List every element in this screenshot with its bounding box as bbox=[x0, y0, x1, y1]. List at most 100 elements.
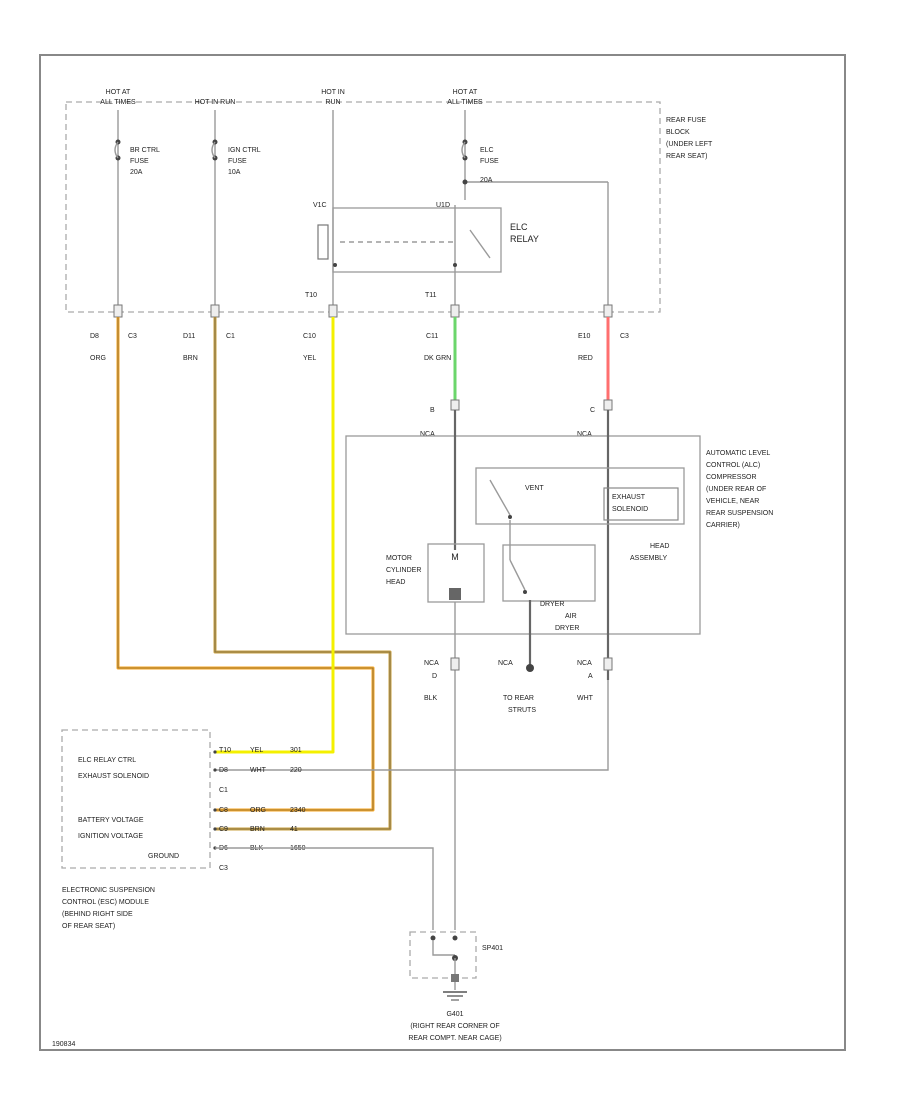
esc-row-ignition: IGNITION VOLTAGE C9 BRN 41 bbox=[78, 826, 298, 840]
svg-text:C9: C9 bbox=[219, 826, 228, 833]
svg-text:C11: C11 bbox=[426, 333, 438, 340]
svg-text:D11: D11 bbox=[183, 333, 195, 340]
svg-text:ELC: ELC bbox=[480, 147, 494, 154]
svg-text:EXHAUST SOLENOID: EXHAUST SOLENOID bbox=[78, 773, 149, 780]
svg-text:STRUTS: STRUTS bbox=[508, 707, 536, 714]
svg-text:NCA: NCA bbox=[498, 660, 513, 667]
fuse-block-pins: T10 T11 bbox=[305, 292, 437, 299]
svg-text:HEAD: HEAD bbox=[386, 579, 405, 586]
esc-pin-dots bbox=[213, 750, 217, 850]
fuse-feed-3: HOT IN RUN bbox=[321, 89, 345, 106]
svg-text:T10: T10 bbox=[219, 747, 231, 754]
svg-text:G401: G401 bbox=[446, 1011, 463, 1018]
motor-box bbox=[427, 543, 485, 603]
esc-row-exhaust: EXHAUST SOLENOID D8 WHT 220 bbox=[78, 767, 302, 780]
svg-text:C10: C10 bbox=[303, 333, 316, 340]
diagram-frame bbox=[39, 54, 846, 1051]
alc-bottom-pin-struts: NCA TO REAR STRUTS bbox=[498, 660, 536, 714]
svg-text:HEAD: HEAD bbox=[650, 543, 669, 550]
svg-text:FUSE: FUSE bbox=[480, 158, 499, 165]
alc-compressor-label: AUTOMATIC LEVEL CONTROL (ALC) COMPRESSOR… bbox=[706, 450, 773, 529]
svg-text:ELECTRONIC SUSPENSION: ELECTRONIC SUSPENSION bbox=[62, 887, 155, 894]
svg-text:REAR COMPT. NEAR CAGE): REAR COMPT. NEAR CAGE) bbox=[408, 1035, 501, 1042]
svg-text:BR CTRL: BR CTRL bbox=[130, 147, 160, 154]
svg-text:RELAY: RELAY bbox=[510, 234, 539, 244]
diagram-id: 190834 bbox=[52, 1041, 75, 1048]
svg-text:D: D bbox=[432, 673, 437, 680]
svg-text:EXHAUST: EXHAUST bbox=[612, 494, 646, 501]
connector-label-d11: D11 C1 BRN bbox=[183, 333, 235, 362]
wire-yellow bbox=[215, 317, 335, 754]
svg-text:CONTROL (ESC) MODULE: CONTROL (ESC) MODULE bbox=[62, 899, 149, 906]
esc-row-elc-relay-ctrl: ELC RELAY CTRL T10 YEL 301 bbox=[78, 747, 302, 764]
svg-text:T10: T10 bbox=[305, 292, 317, 299]
svg-text:C1: C1 bbox=[226, 333, 235, 340]
fuse-feed-2: HOT IN RUN bbox=[195, 99, 236, 106]
connector-label-d8: D8 C3 ORG bbox=[90, 333, 137, 362]
svg-text:MOTOR: MOTOR bbox=[386, 555, 412, 562]
svg-text:IGNITION VOLTAGE: IGNITION VOLTAGE bbox=[78, 833, 143, 840]
svg-text:10A: 10A bbox=[228, 169, 241, 176]
svg-text:HOT IN: HOT IN bbox=[321, 89, 345, 96]
svg-text:A: A bbox=[588, 673, 593, 680]
svg-text:NCA: NCA bbox=[577, 660, 592, 667]
svg-text:CYLINDER: CYLINDER bbox=[386, 567, 421, 574]
svg-text:U1D: U1D bbox=[436, 202, 450, 209]
esc-row-battery: BATTERY VOLTAGE C8 ORG 2340 bbox=[78, 807, 306, 824]
svg-text:C3: C3 bbox=[128, 333, 137, 340]
exhaust-box bbox=[475, 467, 685, 525]
svg-text:B: B bbox=[430, 407, 435, 414]
svg-text:VENT: VENT bbox=[525, 485, 544, 492]
svg-text:TO REAR: TO REAR bbox=[503, 695, 534, 702]
svg-text:20A: 20A bbox=[130, 169, 143, 176]
svg-text:BLOCK: BLOCK bbox=[666, 129, 690, 136]
svg-text:DRYER: DRYER bbox=[540, 601, 564, 608]
svg-text:BRN: BRN bbox=[183, 355, 198, 362]
svg-text:BRN: BRN bbox=[250, 826, 265, 833]
wire-orange bbox=[116, 317, 375, 812]
svg-text:ORG: ORG bbox=[90, 355, 106, 362]
relay-coil bbox=[317, 224, 329, 260]
svg-text:D8: D8 bbox=[219, 767, 228, 774]
fuse-symbol-1: BR CTRL FUSE 20A bbox=[114, 139, 160, 176]
esc-module-outline bbox=[61, 729, 211, 869]
svg-text:ALL TIMES: ALL TIMES bbox=[100, 99, 136, 106]
svg-text:ELC RELAY CTRL: ELC RELAY CTRL bbox=[78, 757, 136, 764]
svg-text:C8: C8 bbox=[219, 807, 228, 814]
alc-bottom-pin-d: NCA D BLK bbox=[424, 657, 460, 702]
svg-text:(BEHIND RIGHT SIDE: (BEHIND RIGHT SIDE bbox=[62, 911, 133, 918]
ground-symbol-icon bbox=[443, 991, 467, 1001]
svg-text:REAR SUSPENSION: REAR SUSPENSION bbox=[706, 510, 773, 517]
svg-text:BLK: BLK bbox=[424, 695, 438, 702]
svg-text:NCA: NCA bbox=[420, 431, 435, 438]
esc-ground-wire bbox=[215, 847, 434, 930]
esc-row-ground: GROUND D6 BLK 1650 bbox=[148, 845, 306, 860]
connector-label-c10: C10 YEL bbox=[303, 333, 316, 362]
rear-fuse-block-label: REAR FUSE BLOCK (UNDER LEFT REAR SEAT) bbox=[666, 117, 713, 160]
svg-text:WHT: WHT bbox=[577, 695, 594, 702]
svg-text:SOLENOID: SOLENOID bbox=[612, 506, 648, 513]
wire-white bbox=[215, 680, 609, 771]
svg-text:FUSE: FUSE bbox=[228, 158, 247, 165]
svg-text:HOT IN RUN: HOT IN RUN bbox=[195, 99, 236, 106]
svg-text:(UNDER LEFT: (UNDER LEFT bbox=[666, 141, 713, 148]
svg-text:OF REAR SEAT): OF REAR SEAT) bbox=[62, 923, 115, 930]
svg-text:ORG: ORG bbox=[250, 807, 266, 814]
esc-module-label: ELECTRONIC SUSPENSION CONTROL (ESC) MODU… bbox=[62, 887, 155, 930]
svg-text:220: 220 bbox=[290, 767, 302, 774]
svg-text:D8: D8 bbox=[90, 333, 99, 340]
svg-text:REAR SEAT): REAR SEAT) bbox=[666, 153, 708, 160]
esc-conn-c3: C3 bbox=[219, 865, 228, 872]
rear-fuse-block-outline bbox=[65, 101, 661, 313]
svg-text:GROUND: GROUND bbox=[148, 853, 179, 860]
ground-label: G401 (RIGHT REAR CORNER OF REAR COMPT. N… bbox=[408, 1011, 501, 1042]
motor-symbol: M bbox=[451, 552, 459, 562]
svg-text:YEL: YEL bbox=[250, 747, 263, 754]
svg-text:20A: 20A bbox=[480, 177, 493, 184]
svg-text:COMPRESSOR: COMPRESSOR bbox=[706, 474, 757, 481]
svg-text:ALL TIMES: ALL TIMES bbox=[447, 99, 483, 106]
svg-text:IGN CTRL: IGN CTRL bbox=[228, 147, 261, 154]
svg-text:ASSEMBLY: ASSEMBLY bbox=[630, 555, 668, 562]
svg-text:DRYER: DRYER bbox=[555, 625, 579, 632]
